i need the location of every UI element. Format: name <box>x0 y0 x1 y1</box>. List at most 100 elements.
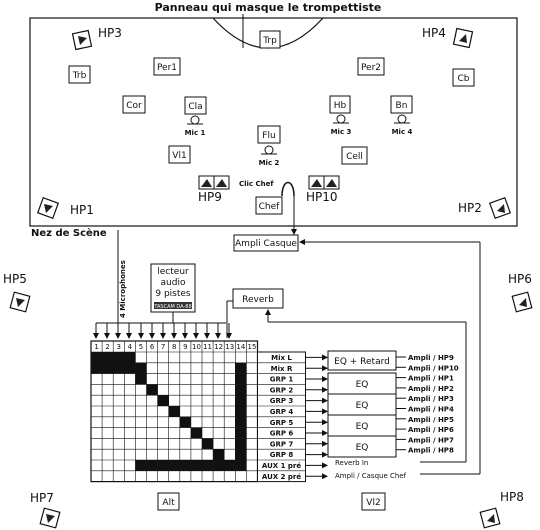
matrix-col-header: 2 <box>105 343 109 351</box>
matrix-row-label: GRP 7 <box>270 440 294 448</box>
svg-text:HP3: HP3 <box>98 26 122 40</box>
instrument-flu: Flu <box>257 125 281 144</box>
svg-text:Mic 1: Mic 1 <box>185 129 206 137</box>
svg-text:Trp: Trp <box>262 36 277 46</box>
matrix-active-cell <box>179 460 191 471</box>
amp-label: Ampli / HP8 <box>408 447 454 455</box>
speaker-hp2: HP2 <box>458 196 512 220</box>
svg-text:Vl1: Vl1 <box>172 151 186 161</box>
matrix-active-cell <box>146 460 158 471</box>
matrix-col-header: 11 <box>203 343 212 351</box>
matrix-col-header: 9 <box>183 343 187 351</box>
matrix-input-bus <box>93 312 232 339</box>
matrix-col-header: 4 <box>128 343 133 351</box>
matrix-row-label: Mix L <box>271 354 292 362</box>
stage-outline <box>29 17 518 227</box>
speaker-hp10: HP10 <box>306 175 340 204</box>
microphone-1: Mic 1 <box>185 115 206 137</box>
processor-eq-2: EQ <box>327 393 397 416</box>
matrix-active-cell <box>179 416 191 428</box>
amp-label: Ampli / HP9 <box>408 354 454 362</box>
reverb-box <box>232 288 284 309</box>
matrix-active-cell <box>235 362 247 374</box>
matrix-active-cell <box>113 352 125 363</box>
amp-label: Ampli / HP6 <box>408 426 454 434</box>
microphone-2: Mic 2 <box>259 145 280 167</box>
headphone-icon <box>281 181 295 197</box>
svg-text:HP10: HP10 <box>306 190 338 204</box>
svg-text:HP2: HP2 <box>458 201 482 215</box>
matrix-active-cell <box>235 427 247 439</box>
matrix-active-cell <box>213 449 225 460</box>
matrix-active-cell <box>190 427 202 439</box>
matrix-row-label: GRP 5 <box>270 419 294 427</box>
matrix-active-cell <box>135 362 147 374</box>
amp-label: Ampli / HP2 <box>408 385 454 393</box>
matrix-col-header: 1 <box>94 343 98 351</box>
matrix-row-label: GRP 6 <box>270 430 294 438</box>
matrix-active-cell <box>202 438 214 450</box>
instrument-trb: Trb <box>68 65 91 84</box>
instrument-hb: Hb <box>329 95 351 114</box>
processor-eq-1: EQ <box>327 372 397 395</box>
matrix-active-cell <box>102 362 114 374</box>
ampli-casque-chef-label: Ampli / Casque Chef <box>335 472 407 480</box>
matrix-col-header: 3 <box>117 343 121 351</box>
instrument-per1: Per1 <box>153 57 181 76</box>
matrix-active-cell <box>135 373 147 385</box>
matrix-row-label: AUX 1 pré <box>262 462 301 470</box>
matrix-active-cell <box>168 460 180 471</box>
svg-text:Cla: Cla <box>188 102 202 112</box>
matrix-active-cell <box>146 384 158 396</box>
matrix-active-cell <box>157 395 169 406</box>
svg-text:Flu: Flu <box>262 131 275 141</box>
matrix-col-header: 12 <box>214 343 223 351</box>
instrument-cla: Cla <box>184 96 207 115</box>
svg-text:HP6: HP6 <box>508 272 532 286</box>
instrument-vl1: Vl1 <box>168 145 191 164</box>
matrix-active-cell <box>124 362 136 374</box>
matrix-active-cell <box>235 406 247 417</box>
instrument-bn: Bn <box>390 95 413 114</box>
speaker-hp8: HP8 <box>479 490 524 529</box>
audio-player-line3: 9 pistes <box>155 289 191 299</box>
matrix-col-header: 8 <box>172 343 176 351</box>
matrix-active-cell <box>224 460 236 471</box>
ampli-casque-label: Ampli Casque <box>235 239 297 249</box>
matrix-active-cell <box>235 384 247 396</box>
svg-text:Per2: Per2 <box>361 63 381 73</box>
amp-label: Ampli / HP10 <box>408 364 459 372</box>
instrument-per2: Per2 <box>357 57 385 76</box>
processor-eq-4: EQ <box>327 435 397 458</box>
amp-label: Ampli / HP4 <box>408 406 454 414</box>
matrix-active-cell <box>213 460 225 471</box>
amp-label: Ampli / HP3 <box>408 395 454 403</box>
svg-text:Trb: Trb <box>72 71 87 81</box>
svg-text:Hb: Hb <box>334 101 347 111</box>
audio-player-brand: TASCAM DA-88 <box>153 304 191 310</box>
microphone-4: Mic 4 <box>392 114 413 136</box>
svg-text:HP7: HP7 <box>30 491 54 505</box>
svg-text:EQ: EQ <box>356 422 369 432</box>
matrix-output-arrows <box>305 354 328 480</box>
clic-chef-label: Clic Chef <box>239 180 274 188</box>
amp-label: Ampli / HP7 <box>408 436 454 444</box>
matrix-row-label: GRP 2 <box>270 386 294 394</box>
speaker-hp3: HP3 <box>71 26 122 51</box>
audio-player-line1: lecteur <box>157 267 189 277</box>
matrix-active-cell <box>235 416 247 428</box>
matrix-col-header: 5 <box>139 343 143 351</box>
amp-label: Ampli / HP1 <box>408 375 454 383</box>
stage-front-label: Nez de Scène <box>31 227 107 239</box>
instrument-cor: Cor <box>122 95 146 114</box>
processor-eq-3: EQ <box>327 414 397 437</box>
instrument-trp: Trp <box>259 30 281 49</box>
speaker-hp9: HP9 <box>198 175 230 204</box>
matrix-active-cell <box>91 352 103 363</box>
matrix-row-label: Mix R <box>271 365 293 373</box>
audio-player-line2: audio <box>161 278 186 288</box>
